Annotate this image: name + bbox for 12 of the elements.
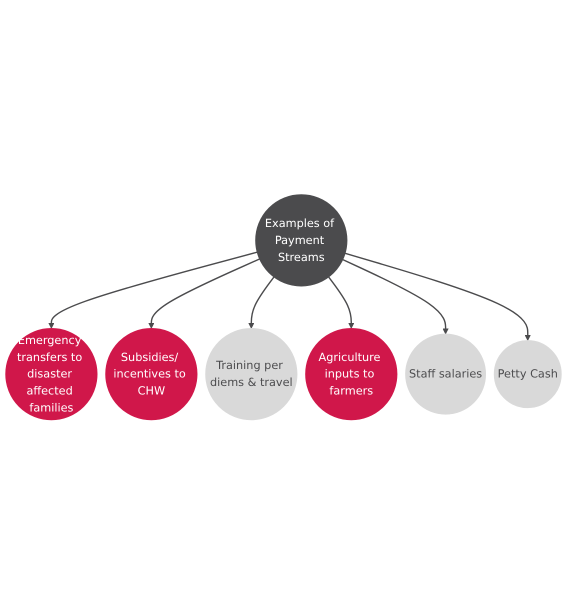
node-circle: Staff salaries	[405, 333, 486, 414]
arrow	[342, 258, 449, 334]
node-circle: Training per diems & travel	[205, 328, 298, 420]
node-circle: Subsidies/ incentives to CHW	[105, 328, 198, 420]
arrow	[344, 252, 531, 341]
arrow	[328, 276, 354, 328]
arrow	[48, 251, 258, 328]
node-circle: Petty Cash	[494, 340, 562, 408]
node-circle: Agriculture inputs to farmers	[305, 328, 398, 420]
node-circle: Examples of Payment Streams	[255, 194, 348, 286]
arrow	[248, 276, 274, 328]
arrow	[148, 258, 260, 328]
